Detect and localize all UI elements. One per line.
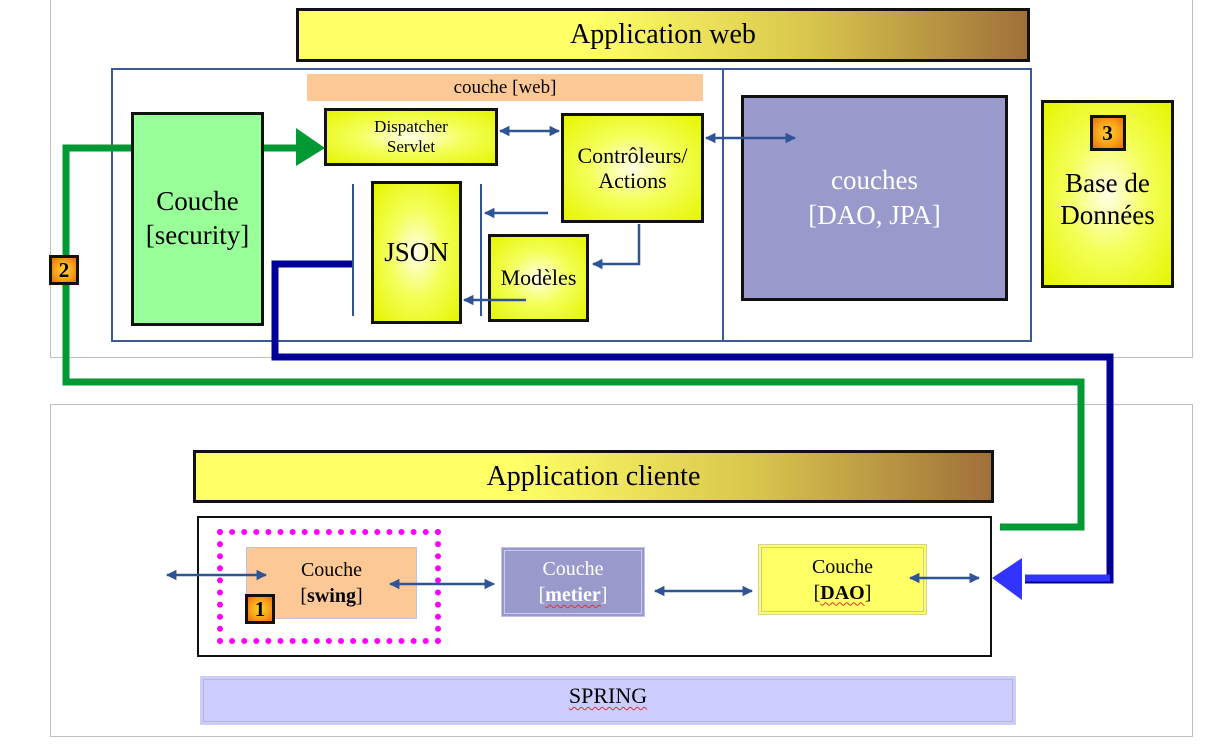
security-layer: Couche [security] xyxy=(131,112,264,326)
web-container xyxy=(111,68,1032,342)
json-view: JSON xyxy=(371,181,462,324)
arrow-controllers-to-models xyxy=(591,224,641,270)
database: 3 Base de Données xyxy=(1041,100,1174,288)
client-container xyxy=(197,516,992,657)
models: Modèles xyxy=(488,234,589,322)
web-app-title: Application web xyxy=(296,8,1030,62)
web-app-title-text: Application web xyxy=(570,19,756,50)
step-badge-2: 2 xyxy=(49,255,79,285)
metier-layer: Couche [metier] xyxy=(501,547,645,617)
web-layer-label: couche [web] xyxy=(307,74,703,101)
swing-layer: Couche [swing] xyxy=(246,547,417,619)
client-app-frame xyxy=(50,404,1193,737)
dao-jpa-layers: couches [DAO, JPA] xyxy=(741,95,1008,301)
blue-flow-line xyxy=(271,260,1114,584)
blue-arrow-head xyxy=(992,558,1022,600)
green-flow-line xyxy=(62,144,1085,531)
web-container-divider xyxy=(722,68,724,342)
green-arrow-head xyxy=(296,128,325,166)
step-badge-3: 3 xyxy=(1089,115,1126,151)
controllers-actions: Contrôleurs/ Actions xyxy=(561,113,704,223)
dispatcher-servlet: Dispatcher Servlet xyxy=(324,108,498,166)
spring-container: SPRING xyxy=(200,676,1016,725)
client-app-title: Application cliente xyxy=(193,450,994,503)
client-app-title-text: Application cliente xyxy=(486,460,701,492)
step-badge-1: 1 xyxy=(245,594,275,624)
